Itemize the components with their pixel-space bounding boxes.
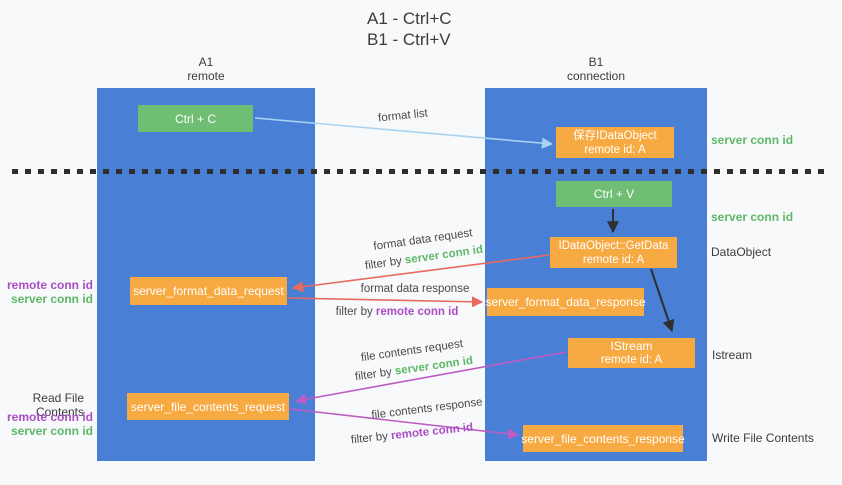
machine-boundary-divider: [12, 169, 824, 174]
save-dataobject-line1: 保存IDataObject: [573, 129, 657, 142]
istream-remote-id: remote id: A: [600, 354, 663, 366]
istream-annotation: Istream: [712, 348, 753, 362]
server-conn-id-text: server conn id: [394, 354, 474, 378]
remote-conn-id-text: remote conn id: [375, 306, 459, 318]
server-format-data-request-box: server_format_data_request: [130, 277, 287, 305]
server-format-data-response-box: server_format_data_response: [485, 288, 646, 316]
server-conn-id-annotation: server conn id: [10, 424, 93, 438]
filter-by-text: filter by: [350, 430, 392, 447]
server-conn-id-annotation-mid: server conn id: [711, 210, 794, 224]
istream-box: IStream remote id: A: [568, 338, 695, 368]
write-file-contents-annotation: Write File Contents: [712, 431, 814, 445]
title-line-ctrl-v: B1 - Ctrl+V: [367, 30, 451, 49]
title-line-ctrl-c: A1 - Ctrl+C: [367, 9, 452, 28]
format-data-response-arrow: [287, 296, 484, 308]
server-file-contents-request-box: server_file_contents_request: [127, 393, 289, 420]
file-contents-response-filter-label: filter by remote conn id: [350, 422, 473, 447]
filter-by-text: filter by: [364, 254, 406, 273]
idataobject-getdata-box: IDataObject::GetData remote id: A: [550, 237, 677, 268]
lifeline-header-b1: B1 connection: [485, 55, 707, 83]
server-format-data-response-label: server_format_data_response: [485, 295, 646, 309]
getdata-line1: IDataObject::GetData: [558, 239, 669, 252]
ctrl-c-action-box: Ctrl + C: [138, 105, 253, 132]
server-conn-id-annotation-top: server conn id: [711, 133, 794, 147]
dataobject-annotation: DataObject: [711, 245, 772, 259]
server-conn-id-text: server conn id: [404, 243, 484, 267]
server-file-contents-request-label: server_file_contents_request: [130, 399, 286, 414]
file-contents-response-flow-label: file contents response: [370, 396, 484, 422]
filter-by-text: filter by: [335, 306, 376, 318]
read-file-contents-annotation: Read File Contents: [32, 391, 84, 419]
istream-line1: IStream: [610, 339, 653, 353]
lifeline-header-a1: A1 remote: [97, 55, 315, 83]
lifeline-a1-name: A1: [198, 55, 214, 69]
save-dataobject-box: 保存IDataObject remote id: A: [556, 127, 674, 158]
lifeline-b1-name: B1: [588, 55, 604, 69]
remote-conn-id-annotation: remote conn id: [6, 410, 93, 424]
format-data-response-filter-label: filter by remote conn id: [336, 306, 459, 318]
ctrl-v-action-box: Ctrl + V: [556, 181, 672, 207]
server-file-contents-response-label: server_file_contents_response: [521, 431, 685, 446]
server-conn-id-annotation: server conn id: [10, 292, 93, 306]
left-conn-id-group-bottom: remote conn id server conn id: [0, 410, 93, 438]
ctrl-c-label: Ctrl + C: [174, 111, 216, 126]
format-data-response-flow-label: format data response: [360, 283, 470, 295]
server-file-contents-response-box: server_file_contents_response: [521, 425, 685, 452]
ctrl-v-label: Ctrl + V: [593, 187, 635, 201]
lifeline-a1-role: remote: [187, 69, 225, 83]
getdata-remote-id: remote id: A: [582, 253, 645, 266]
remote-conn-id-annotation: remote conn id: [6, 278, 93, 292]
remote-conn-id-text: remote conn id: [390, 421, 474, 443]
left-conn-id-group-top: remote conn id server conn id: [0, 278, 93, 306]
diagram-title: A1 - Ctrl+C B1 - Ctrl+V: [367, 8, 452, 50]
format-list-flow-label: format list: [377, 107, 429, 125]
save-dataobject-remote-id: remote id: A: [584, 143, 646, 156]
server-format-data-request-label: server_format_data_request: [133, 284, 284, 298]
lifeline-b1-role: connection: [566, 69, 626, 83]
filter-by-text: filter by: [354, 365, 396, 384]
